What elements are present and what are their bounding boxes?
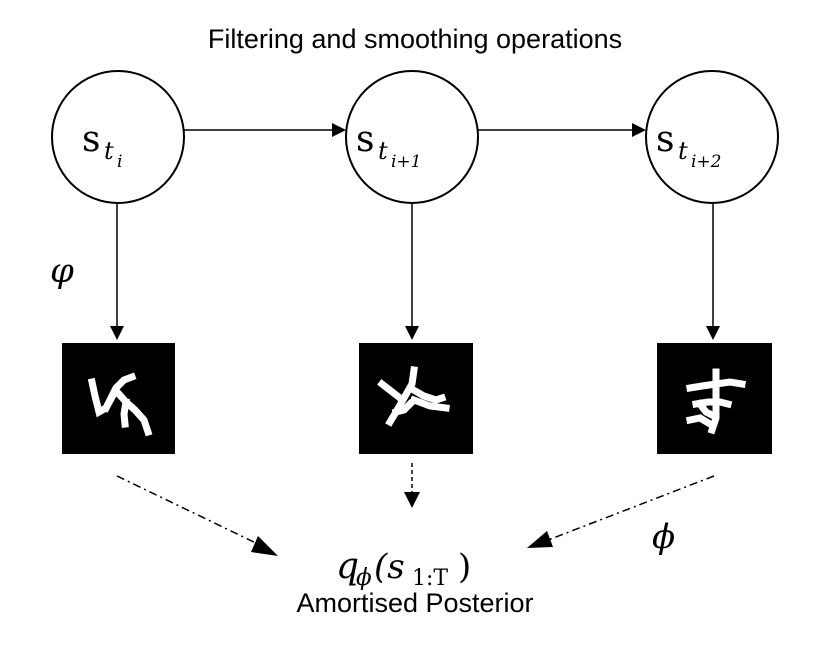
observation-image-1 — [62, 343, 175, 454]
inference-arrow-right — [527, 475, 715, 548]
node-3-sub: t — [678, 137, 688, 165]
diagram-title: Filtering and smoothing operations — [207, 24, 623, 54]
inference-arrow-left — [116, 475, 278, 556]
node-3-subsub: i+2 — [691, 152, 722, 172]
inference-param-label: ϕ — [652, 517, 675, 557]
emission-param-label: φ — [50, 251, 74, 291]
handwritten-glyph-2 — [377, 366, 450, 427]
posterior-arg-sub: 1:T — [412, 566, 448, 591]
latent-node-2: s t i+1 — [345, 70, 479, 204]
node-1-sub: t — [104, 137, 114, 165]
observation-image-3 — [657, 343, 772, 454]
posterior-sub: ϕ — [356, 565, 372, 591]
node-1-base: s — [82, 119, 100, 160]
handwritten-glyph-3 — [685, 368, 747, 435]
node-2-sub: t — [378, 137, 388, 165]
node-2-subsub: i+1 — [391, 152, 422, 172]
inference-arrow-center — [404, 463, 420, 508]
observation-image-2 — [359, 343, 473, 454]
node-3-base: s — [656, 119, 674, 160]
latent-node-1: s t i — [51, 70, 185, 204]
posterior-caption: Amortised Posterior — [296, 588, 534, 618]
node-2-base: s — [356, 119, 374, 160]
latent-node-3: s t i+2 — [645, 70, 779, 204]
handwritten-glyph-1 — [87, 372, 153, 437]
posterior-q: q — [336, 546, 359, 587]
posterior-arg: (s — [374, 547, 405, 587]
node-1-subsub: i — [117, 152, 122, 172]
posterior-expression: q ϕ (s 1:T ) — [336, 546, 471, 591]
posterior-close: ) — [458, 547, 471, 587]
